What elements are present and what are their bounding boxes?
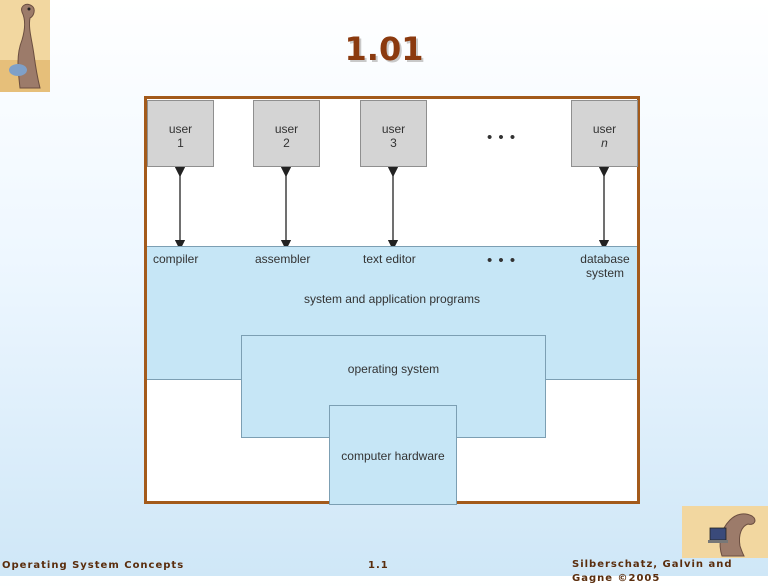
program-database-system: database system (580, 252, 630, 280)
user-label: user (274, 122, 299, 136)
os-label: operating system (347, 362, 440, 376)
dinosaur-logo-icon (0, 0, 50, 92)
dinosaur-laptop-logo-icon (682, 506, 768, 558)
user-box-1: user 1 (147, 100, 214, 167)
user-label: user (592, 122, 617, 136)
user-number: n (601, 136, 608, 150)
user-box-2: user 2 (253, 100, 320, 167)
user-label: user (168, 122, 193, 136)
footer-course-title: Operating System Concepts (2, 560, 185, 571)
footer-slide-number: 1.1 (368, 560, 389, 571)
footer-authors: Silberschatz, Galvin and Gagne ©2005 (572, 559, 733, 584)
programs-ellipsis: • • • (487, 252, 517, 269)
user-label: user (381, 122, 406, 136)
users-ellipsis: • • • (487, 129, 517, 146)
arrows-layer (174, 166, 610, 251)
slide-title: 1.01 (344, 30, 424, 68)
user-box-3: user 3 (360, 100, 427, 167)
user-number: 2 (283, 136, 290, 150)
system-components-diagram: user 1 user 2 user 3 • • • user n compil… (144, 96, 640, 505)
user-number: 1 (177, 136, 184, 150)
program-text-editor: text editor (363, 252, 416, 266)
program-assembler: assembler (255, 252, 311, 266)
system-programs-layer: compiler assembler text editor • • • dat… (147, 246, 637, 380)
user-box-n: user n (571, 100, 638, 167)
user-number: 3 (390, 136, 397, 150)
hardware-label: computer hardware (341, 449, 445, 463)
programs-band-label: system and application programs (303, 292, 481, 306)
program-compiler: compiler (153, 252, 199, 266)
computer-hardware-layer: computer hardware (329, 405, 457, 505)
